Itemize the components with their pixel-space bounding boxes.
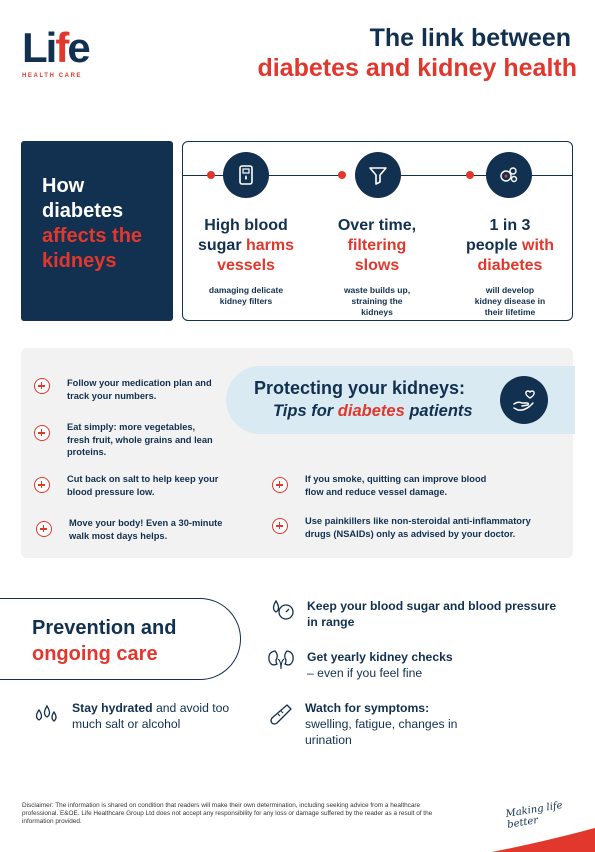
timeline-segment	[183, 175, 229, 176]
how-diabetes-panel: How diabetes affects the kidneys	[21, 141, 173, 321]
tip-painkillers: Use painkillers like non-steroidal anti-…	[305, 516, 531, 539]
tip-cut-salt: Cut back on salt to help keep your blood…	[67, 474, 219, 497]
tip-eat-simply: Eat simply: more vegetables, fresh fruit…	[67, 422, 213, 457]
blood-pressure-icon	[270, 598, 296, 627]
how-diabetes-heading: How diabetes affects the kidneys	[42, 175, 143, 272]
tip-quit-smoking: If you smoke, quitting can improve blood…	[305, 474, 487, 497]
blood-cells-icon	[486, 152, 532, 198]
prevention-heading: Prevention and ongoing care	[32, 617, 177, 665]
page-title-line1: The link between	[369, 24, 571, 52]
protect-subtitle: Tips for diabetes patients	[273, 402, 473, 420]
timeline-segment	[529, 175, 573, 176]
plus-icon	[34, 425, 50, 441]
disclaimer-text: Disclaimer: The information is shared on…	[22, 802, 433, 825]
plus-icon	[34, 477, 50, 493]
kidneys-icon	[267, 648, 295, 675]
plus-icon	[272, 477, 288, 493]
timeline-dot	[466, 171, 474, 179]
water-drops-icon	[32, 702, 60, 731]
glucose-meter-icon	[223, 152, 269, 198]
plus-icon	[34, 378, 50, 394]
care-yearly-kidney-checks: Get yearly kidney checks– even if you fe…	[307, 650, 453, 680]
timeline-segment	[399, 175, 487, 176]
hand-heart-icon	[500, 376, 548, 424]
tip-move-body: Move your body! Even a 30-minute walk mo…	[69, 518, 223, 541]
care-stay-hydrated: Stay hydrated and avoid too much salt or…	[72, 701, 230, 731]
effect-description: waste builds up, straining the kidneys	[343, 285, 411, 317]
care-blood-sugar-pressure: Keep your blood sugar and blood pressure…	[307, 599, 557, 629]
prevention-panel: Prevention and ongoing care	[0, 598, 241, 680]
effect-description: damaging delicate kidney filters	[208, 285, 284, 306]
care-watch-symptoms: Watch for symptoms:swelling, fatigue, ch…	[305, 701, 458, 747]
timeline-segment	[263, 175, 341, 176]
effect-description: will develop kidney disease in their lif…	[474, 285, 546, 317]
protect-title: Protecting your kidneys:	[254, 378, 466, 398]
logo-subtitle: HEALTH CARE	[22, 73, 83, 79]
protecting-kidneys-banner: Protecting your kidneys: Tips for diabet…	[226, 366, 575, 434]
timeline-dot	[207, 171, 215, 179]
logo-wordmark: Life	[22, 24, 91, 71]
filter-funnel-icon	[355, 152, 401, 198]
timeline-dot	[338, 171, 346, 179]
tip-medication: Follow your medication plan and track yo…	[67, 378, 212, 401]
thermometer-icon	[268, 702, 294, 733]
page-title-line2: diabetes and kidney health	[257, 54, 577, 82]
life-healthcare-logo: Life HEALTH CARE	[22, 26, 112, 86]
plus-icon	[36, 521, 52, 537]
plus-icon	[272, 518, 288, 534]
